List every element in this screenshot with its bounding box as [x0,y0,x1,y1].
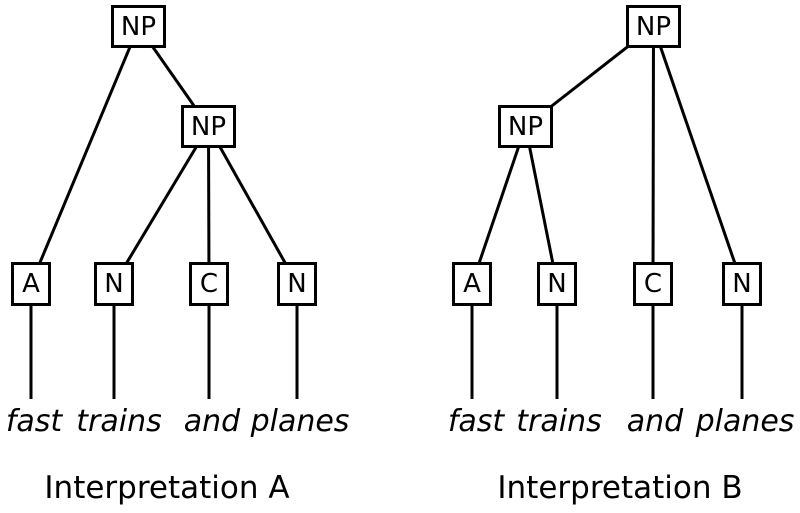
terminal-word: planes [250,404,350,439]
tree-edge [29,25,140,285]
terminal-word: and [626,404,684,439]
tree-edge [470,126,527,285]
terminal-word: fast [447,404,505,439]
np-root-node-a: NP [111,5,166,48]
tree-caption-a: Interpretation A [44,470,290,506]
pos-node-conjunction-a: C [189,262,229,306]
pos-node-adjective-a: A [11,262,51,306]
pos-node-noun2-b: N [722,262,762,306]
tree-edge [207,125,299,285]
terminal-word: trains [76,404,162,439]
tree-edge [651,26,655,285]
terminal-word: trains [516,404,602,439]
terminal-word: and [183,404,241,439]
terminal-word: fast [5,404,63,439]
pos-node-noun2-a: N [277,262,317,306]
np-inner-node-a: NP [181,105,236,148]
pos-node-adjective-b: A [452,262,492,306]
tree-edge [207,126,211,285]
np-root-node-b: NP [626,5,681,48]
np-inner-node-b: NP [498,105,553,148]
tree-edge [112,125,210,285]
tree-caption-b: Interpretation B [497,470,743,506]
tree-edge [652,26,744,285]
terminal-word: planes [695,404,795,439]
pos-node-conjunction-b: C [633,262,673,306]
pos-node-noun1-b: N [537,262,577,306]
pos-node-noun1-a: N [94,262,134,306]
tree-edge [524,126,559,285]
